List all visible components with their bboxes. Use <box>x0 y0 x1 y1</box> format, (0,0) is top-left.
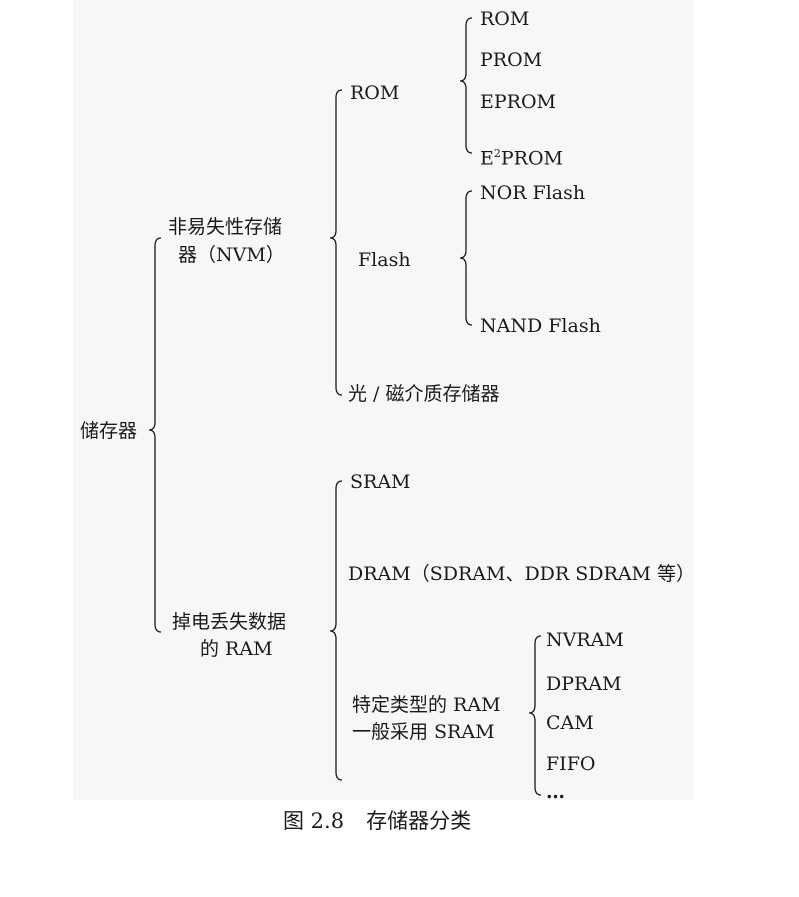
ram-label-line1: 掉电丢失数据 <box>172 611 287 633</box>
ellipsis-item: … <box>546 781 565 803</box>
nor-flash-item: NOR Flash <box>480 182 586 204</box>
rom-item: ROM <box>480 8 530 30</box>
prom-item: PROM <box>480 49 543 71</box>
fifo-item: FIFO <box>546 753 596 775</box>
nvm-brace <box>329 89 343 396</box>
nand-flash-item: NAND Flash <box>480 315 601 337</box>
special-ram-brace <box>528 635 542 796</box>
e2prom-suffix: PROM <box>500 147 563 170</box>
flash-group-label: Flash <box>358 249 411 271</box>
nvm-label-line2: 器（NVM） <box>178 244 285 266</box>
sram-label: SRAM <box>350 471 411 493</box>
e2prom-item: E2PROM <box>480 142 563 170</box>
special-ram-line1: 特定类型的 RAM <box>352 694 501 716</box>
rom-brace <box>459 17 473 154</box>
caption-title: 存储器分类 <box>366 809 472 833</box>
dpram-item: DPRAM <box>546 673 622 695</box>
nvram-item: NVRAM <box>546 629 624 651</box>
rom-group-label: ROM <box>350 82 400 104</box>
nvm-label-line1: 非易失性存储 <box>168 216 283 238</box>
ram-brace <box>329 480 343 781</box>
special-ram-line2: 一般采用 SRAM <box>352 721 495 743</box>
root-label: 储存器 <box>80 420 138 442</box>
eprom-item: EPROM <box>480 91 556 113</box>
cam-item: CAM <box>546 712 594 734</box>
e2prom-sup: 2 <box>493 147 501 160</box>
ram-label-line2: 的 RAM <box>200 638 273 660</box>
diagram-panel <box>73 0 693 800</box>
flash-brace <box>459 190 473 326</box>
optical-magnetic-label: 光 / 磁介质存储器 <box>348 383 500 405</box>
caption-number: 图 2.8 <box>283 809 345 833</box>
figure-caption: 图 2.8 存储器分类 <box>283 805 471 835</box>
root-brace <box>148 237 162 633</box>
dram-label: DRAM（SDRAM、DDR SDRAM 等） <box>348 563 696 585</box>
e2prom-prefix: E <box>480 147 494 170</box>
